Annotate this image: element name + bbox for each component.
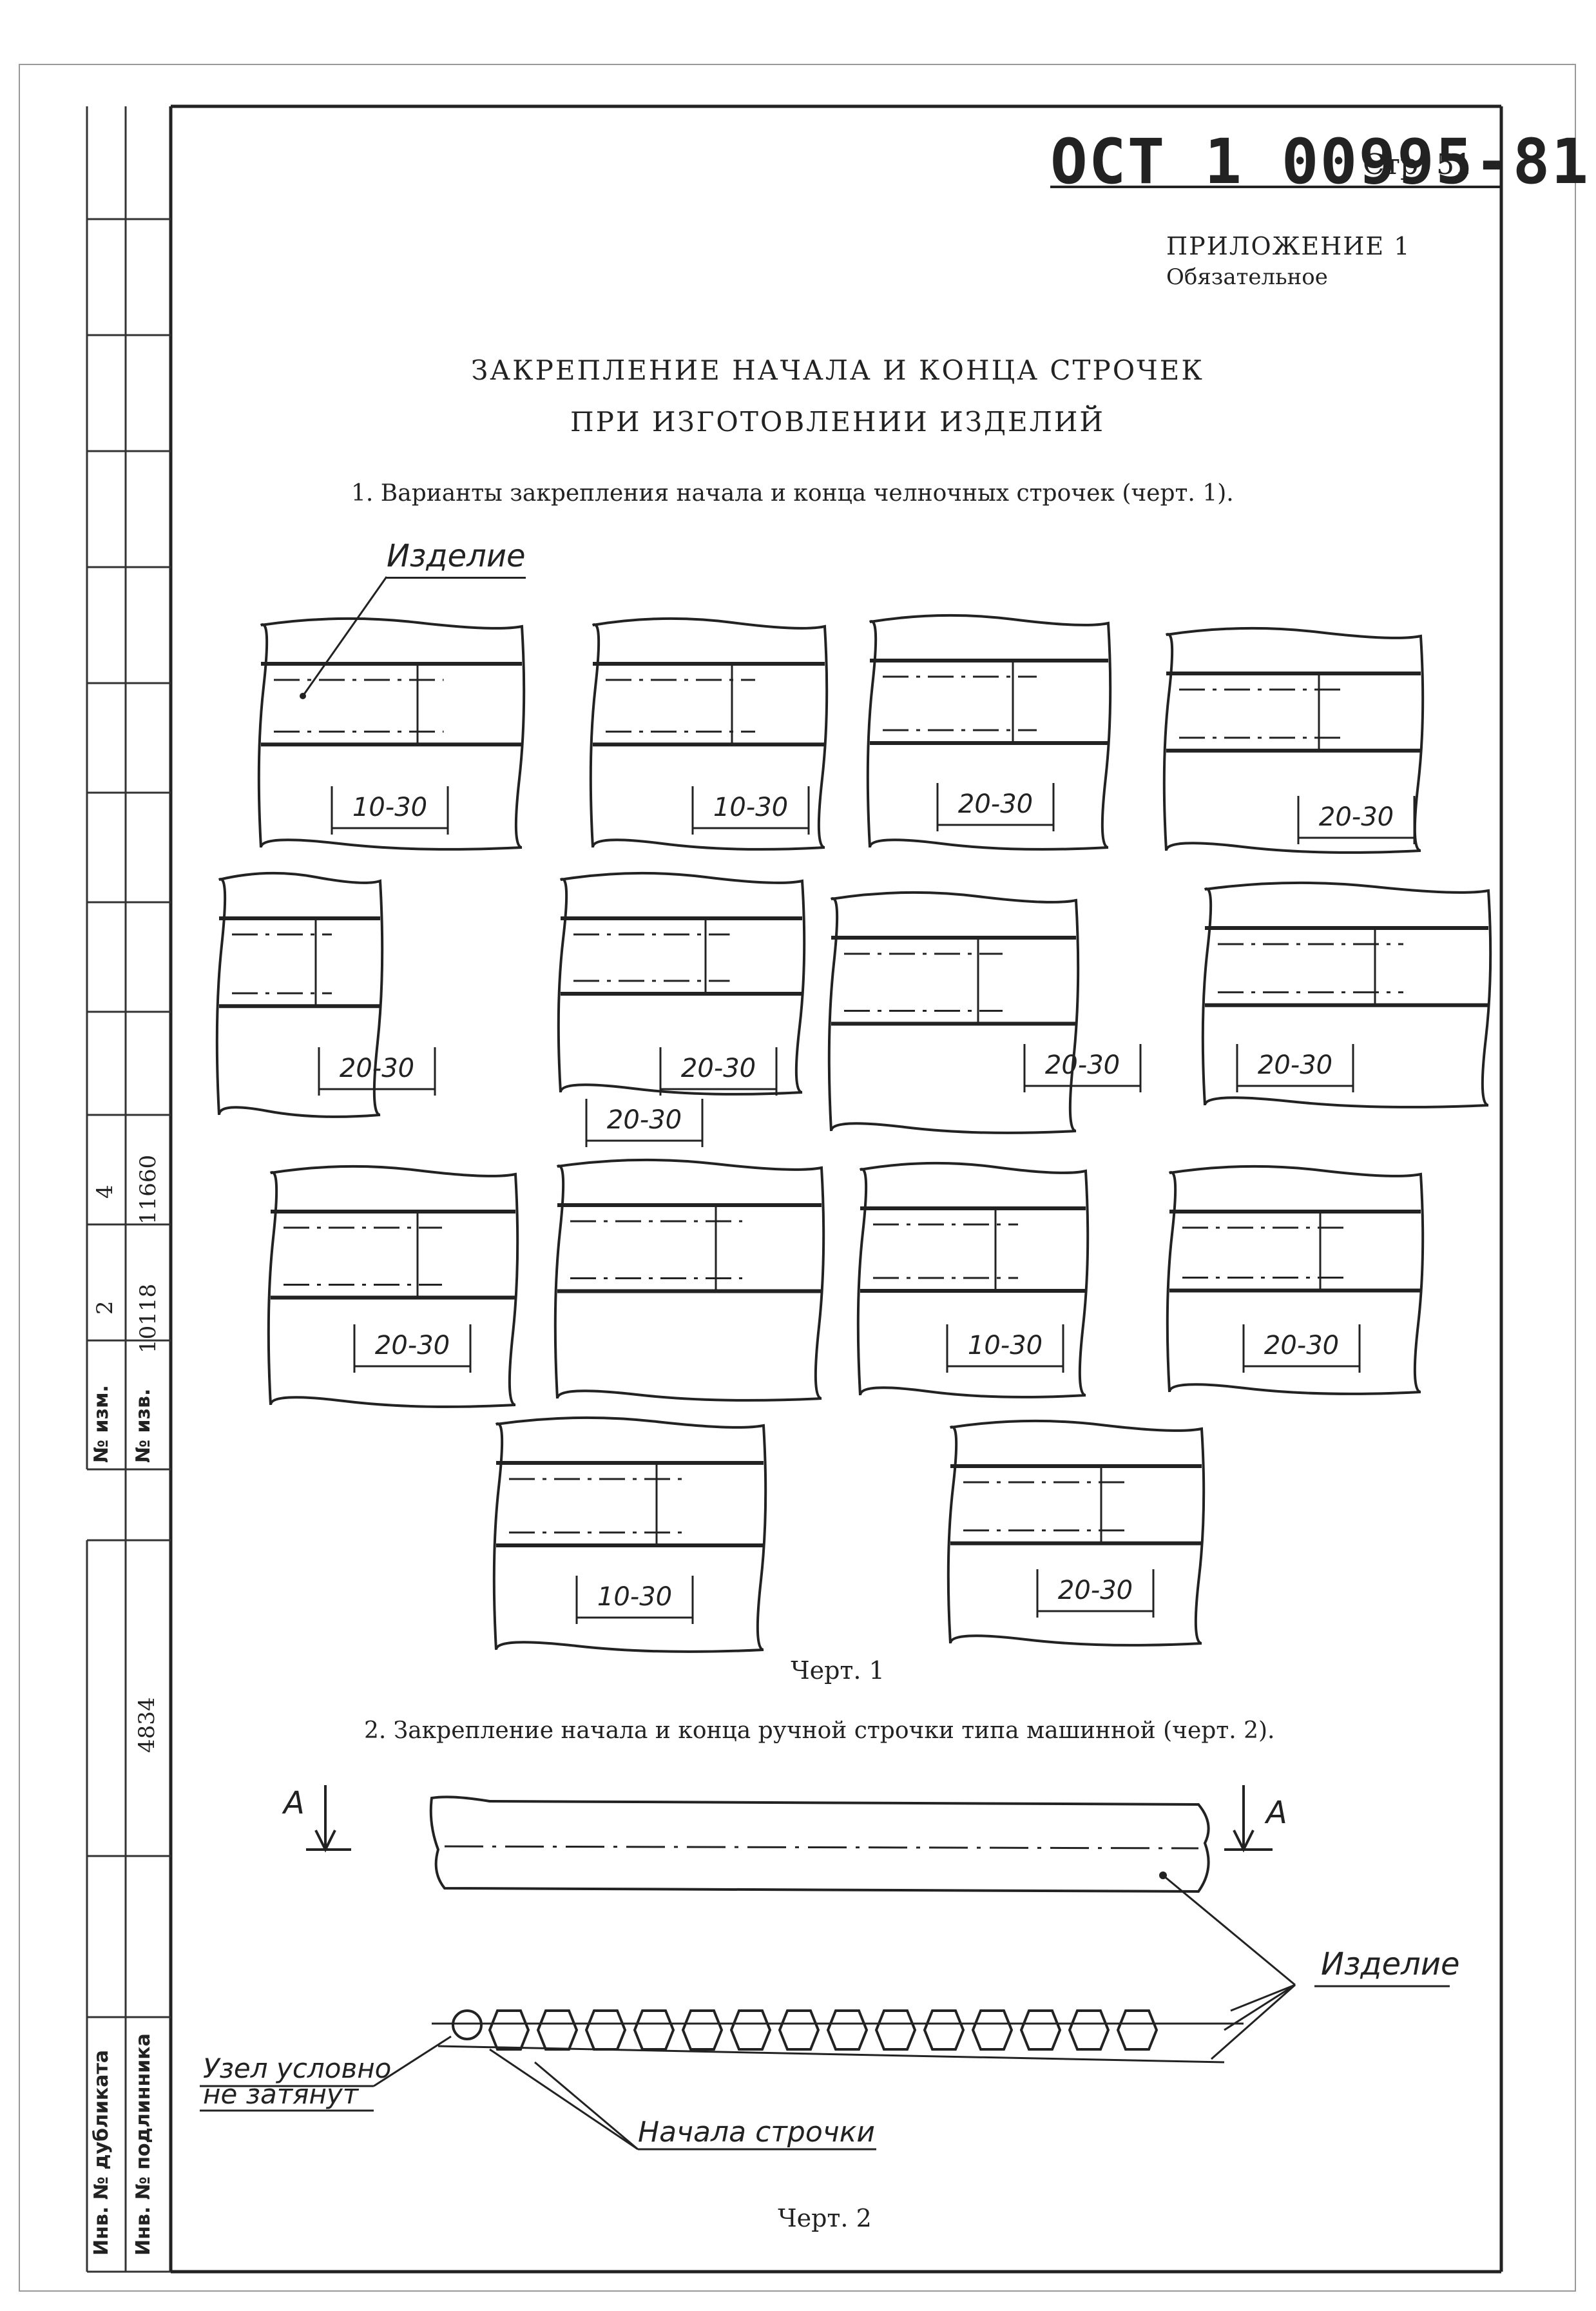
dimension-label: 20-30 — [1057, 1576, 1133, 1605]
stitch-loop — [826, 2009, 869, 2051]
knot — [452, 2009, 483, 2040]
item-leader-dot — [300, 693, 306, 699]
main-border — [169, 104, 1503, 2274]
stitch-loop — [1019, 2009, 1062, 2051]
stitch-loop — [633, 2009, 675, 2051]
variant-panel — [866, 614, 1112, 851]
section-1-text: 1. Варианты закрепления начала и конца ч… — [351, 480, 1234, 507]
variant-panel — [557, 871, 806, 1096]
stitch-loop — [536, 2009, 579, 2051]
fabric-outline — [267, 1165, 519, 1408]
change-value-2: 4 — [92, 1185, 118, 1199]
fabric-outline — [1162, 626, 1425, 854]
variant-panel — [1201, 881, 1492, 1108]
stitch-loop — [488, 2009, 530, 2051]
fabric-outline — [1201, 881, 1492, 1108]
change-value-1: 2 — [92, 1301, 118, 1315]
stitch-loop — [584, 2009, 627, 2051]
variant-panel — [589, 617, 829, 851]
fabric-outline — [492, 1416, 767, 1653]
fabric-outline — [827, 891, 1080, 1134]
section-mark-right: А — [1266, 1795, 1287, 1831]
hand-stitches — [432, 2009, 1244, 2064]
variant-panel — [827, 891, 1142, 1134]
dimension-label: 20-30 — [680, 1054, 756, 1083]
stitch-loop — [874, 2009, 917, 2051]
variant-panel — [1166, 1165, 1425, 1395]
page-number: Стр. 51 — [1363, 148, 1473, 181]
standard-code: ОСТ 1 00995-81 — [1050, 126, 1590, 198]
fabric-outline — [866, 614, 1112, 851]
annex-title: ПРИЛОЖЕНИЕ 1 — [1166, 232, 1411, 260]
dimension-label: 20-30 — [1318, 802, 1394, 832]
inv-duplicate-label: Инв. № дубликата — [90, 2049, 113, 2256]
item-leader — [302, 576, 388, 697]
section-2-text: 2. Закрепление начала и конца ручной стр… — [364, 1717, 1275, 1744]
dimension-label: 20-30 — [339, 1054, 415, 1083]
dimension-label: 10-30 — [713, 793, 789, 822]
fabric-outline — [589, 617, 829, 851]
dimension-label: 20-30 — [606, 1105, 682, 1135]
fabric-outline — [856, 1161, 1090, 1398]
stitch-loop — [923, 2009, 965, 2051]
inv-original-value: 4834 — [134, 1697, 160, 1753]
fabric-strip — [429, 1795, 1210, 1893]
stitch-start-label: Начала строчки — [638, 2116, 875, 2149]
dimension-label: 20-30 — [957, 789, 1034, 819]
variant-panel — [553, 1099, 825, 1402]
dimension-label: 10-30 — [597, 1582, 673, 1612]
variant-panel — [947, 1419, 1206, 1647]
annex-type: Обязательное — [1166, 264, 1328, 290]
stitch-line — [444, 1845, 1199, 1850]
stitch-loop — [778, 2009, 820, 2051]
figure-1-caption: Черт. 1 — [791, 1656, 885, 1685]
dimension-label: 20-30 — [1257, 1050, 1333, 1080]
notice-no-label: № изв. — [132, 1388, 155, 1463]
variant-panel — [492, 1416, 767, 1653]
variant-panel — [1162, 626, 1425, 854]
fabric-outline — [257, 617, 526, 851]
figure-2-caption: Черт. 2 — [778, 2204, 872, 2232]
dimension-label: 10-30 — [352, 793, 428, 822]
stitch-loop — [971, 2009, 1014, 2051]
dimension-label: 20-30 — [374, 1331, 450, 1360]
section-mark-left: А — [284, 1785, 305, 1821]
document-title-line1: ЗАКРЕПЛЕНИЕ НАЧАЛА И КОНЦА СТРОЧЕК — [471, 354, 1204, 386]
knot-label-1: Узел условно — [203, 2053, 392, 2084]
dimension-label: 20-30 — [1044, 1050, 1120, 1080]
fabric-outline — [557, 871, 806, 1096]
variant-panel — [856, 1161, 1090, 1398]
stitch-loop — [1068, 2009, 1110, 2051]
stitch-loop — [681, 2009, 724, 2051]
figure-1-variants — [215, 576, 1492, 1653]
fabric-outline — [553, 1158, 825, 1402]
item-label-fig2: Изделие — [1321, 1946, 1460, 1982]
variant-panel — [267, 1165, 519, 1408]
figure-2 — [200, 1785, 1450, 2151]
knot-label-2: не затянут — [203, 2078, 359, 2110]
variant-panel — [257, 617, 526, 851]
variant-panel — [215, 871, 436, 1118]
stitch-loop — [729, 2009, 772, 2051]
stitch-loop — [1116, 2009, 1159, 2051]
dimension-label: 10-30 — [967, 1331, 1043, 1360]
document-title-line2: ПРИ ИЗГОТОВЛЕНИИ ИЗДЕЛИЙ — [570, 406, 1106, 438]
fabric-outline — [215, 871, 384, 1118]
notice-value-1: 10118 — [135, 1283, 161, 1353]
inv-original-label: Инв. № подлинника — [132, 2033, 155, 2256]
item-label-fig1: Изделие — [387, 538, 526, 579]
dimension-label: 20-30 — [1264, 1331, 1340, 1360]
notice-value-2: 11660 — [135, 1154, 161, 1224]
fabric-outline — [1166, 1165, 1425, 1395]
outer-frame — [19, 64, 1576, 2292]
fabric-outline — [947, 1419, 1206, 1647]
side-strip — [86, 106, 171, 2273]
change-no-label: № изм. — [90, 1385, 113, 1463]
